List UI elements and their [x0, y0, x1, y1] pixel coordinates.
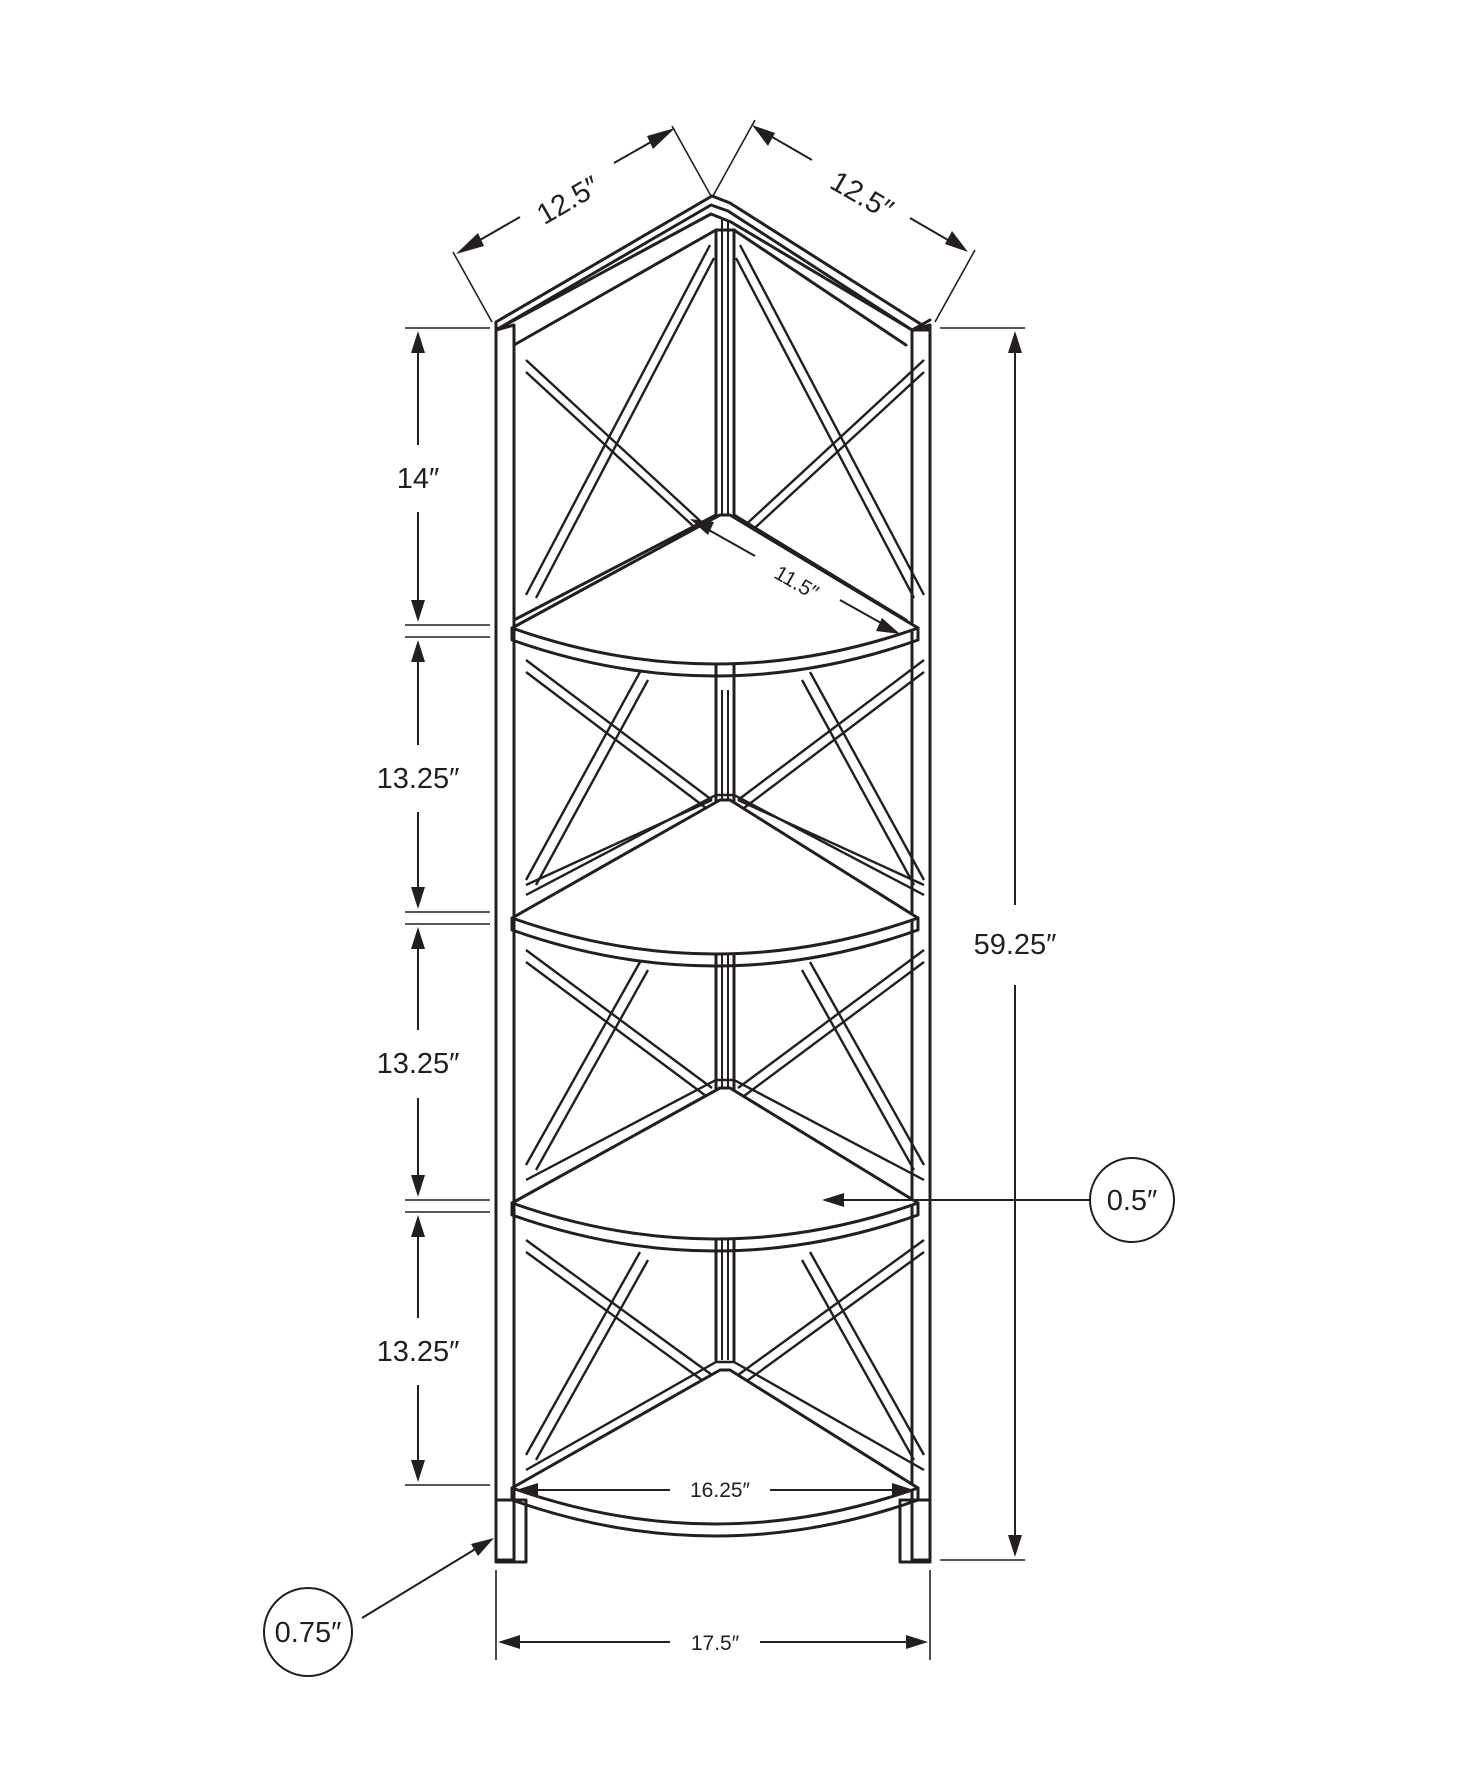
shelf-1	[510, 513, 920, 678]
top-right-depth-dimension	[712, 119, 976, 323]
label-top-right-depth: 12.5″	[825, 165, 899, 226]
dimension-lines	[263, 119, 1175, 1677]
right-leg	[910, 323, 932, 1562]
shelf-2	[510, 798, 920, 968]
x-brace-panels	[524, 244, 926, 1472]
label-section-3-height: 13.25″	[377, 1048, 460, 1080]
total-height-dimension	[940, 327, 1025, 1561]
label-shelf-thickness: 0.5″	[1107, 1185, 1158, 1217]
x-brace-section-4	[524, 1239, 926, 1472]
x-brace-section-3	[524, 949, 926, 1182]
x-brace-section-1	[524, 244, 926, 599]
label-inner-shelf-width: 16.25″	[690, 1479, 751, 1502]
label-section-4-height: 13.25″	[377, 1336, 460, 1368]
label-total-height: 59.25″	[974, 929, 1057, 961]
label-top-section-height: 14″	[397, 463, 440, 495]
top-left-depth-dimension	[452, 125, 712, 323]
label-overall-width: 17.5″	[691, 1632, 740, 1655]
overall-width-dimension	[495, 1570, 931, 1660]
leg-thickness-callout	[263, 1538, 494, 1677]
section-height-dimensions	[405, 327, 490, 1486]
inner-width-dimension	[516, 1483, 914, 1497]
shelves	[510, 513, 920, 1538]
label-top-left-depth: 12.5″	[532, 170, 606, 231]
shelf-thickness-callout	[822, 1157, 1175, 1243]
label-section-2-height: 13.25″	[377, 763, 460, 795]
left-leg	[494, 323, 516, 1562]
shelf-3	[510, 1086, 920, 1253]
shelf-depth-dimension	[690, 519, 900, 634]
label-leg-thickness: 0.75″	[275, 1617, 342, 1649]
x-brace-section-2	[524, 659, 926, 897]
